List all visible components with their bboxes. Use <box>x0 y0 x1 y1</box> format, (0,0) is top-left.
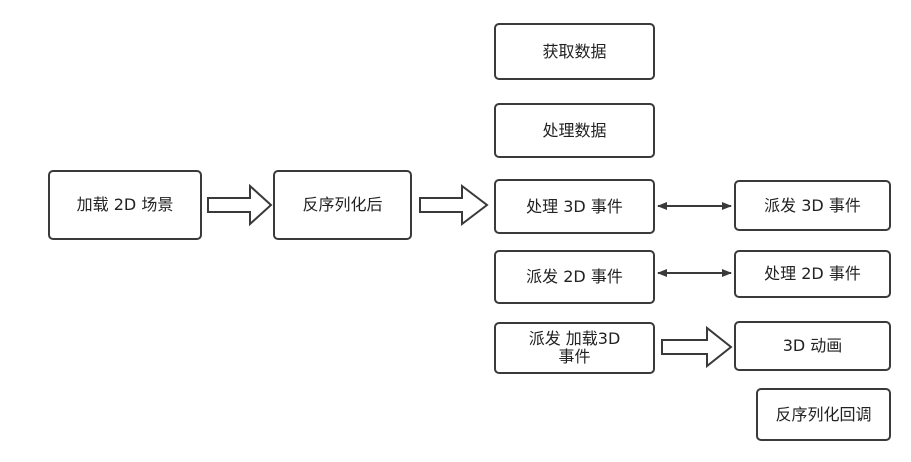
node-dispatch-3d-event: 派发 3D 事件 <box>734 180 891 231</box>
node-handle-2d-event: 处理 2D 事件 <box>734 250 891 298</box>
node-dispatch-2d-event: 派发 2D 事件 <box>494 250 655 304</box>
node-handle-3d-event: 处理 3D 事件 <box>494 179 655 234</box>
block-arrow-load3d-to-anim <box>661 325 733 369</box>
node-load-2d-scene: 加载 2D 场景 <box>48 170 202 240</box>
node-fetch-data: 获取数据 <box>494 23 655 80</box>
node-after-deserialize: 反序列化后 <box>273 170 412 240</box>
node-dispatch-load-3d-event: 派发 加载3D 事件 <box>494 322 655 374</box>
node-process-data: 处理数据 <box>494 103 655 158</box>
node-deserialize-callback: 反序列化回调 <box>756 388 891 441</box>
block-arrow-deserialize-to-3d <box>419 183 489 227</box>
node-3d-animation: 3D 动画 <box>734 321 891 371</box>
block-arrow-scene-to-deserialize <box>207 183 273 227</box>
